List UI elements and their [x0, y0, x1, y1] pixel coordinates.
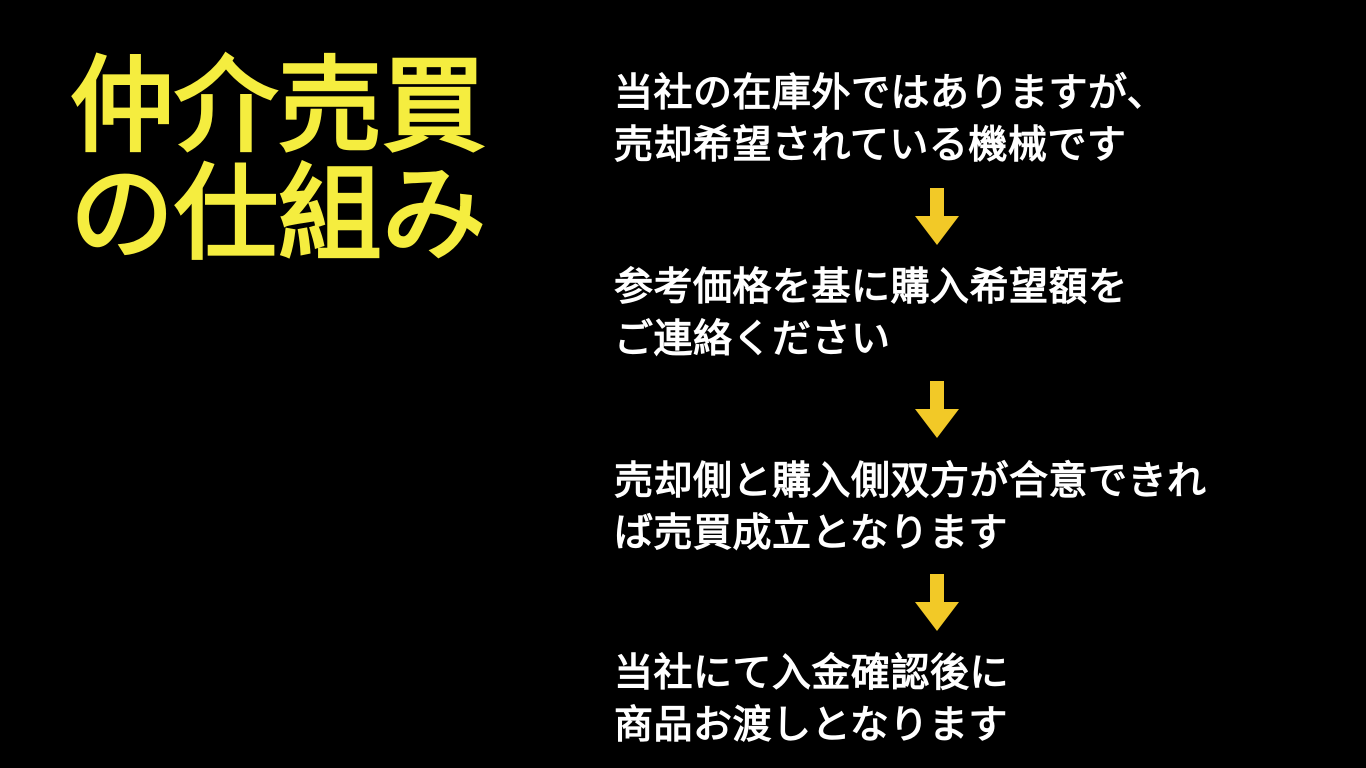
page-title: 仲介売買 の仕組み	[70, 52, 570, 268]
flow-step-2-line-1: 参考価格を基に購入希望額を	[614, 265, 1128, 310]
flow-step-1-line-2: 売却希望されている機械です	[614, 123, 1127, 168]
flow-connector-1	[614, 172, 1314, 262]
flow-step-3-line-1: 売却側と購入側双方が合意できれ	[614, 459, 1207, 504]
flow-step-1-line-1: 当社の在庫外ではありますが、	[614, 71, 1167, 116]
flow-step-2-line-2: ご連絡ください	[614, 317, 891, 362]
flow-step-4: 当社にて入金確認後に 商品お渡しとなります	[614, 648, 1314, 752]
flow-step-3: 売却側と購入側双方が合意できれ ば売買成立となります	[614, 456, 1314, 560]
flow-step-2: 参考価格を基に購入希望額を ご連絡ください	[614, 262, 1314, 366]
title-line-2: の仕組み	[70, 153, 487, 275]
arrow-down-icon	[915, 574, 959, 631]
arrow-down-icon	[915, 188, 959, 245]
flow-connector-2	[614, 366, 1314, 454]
flow-step-3-line-2: ば売買成立となります	[614, 511, 1008, 556]
flow-connector-3	[614, 560, 1314, 646]
flow-step-4-line-2: 商品お渡しとなります	[614, 703, 1008, 748]
flow-step-1: 当社の在庫外ではありますが、 売却希望されている機械です	[614, 68, 1314, 172]
title-line-1: 仲介売買	[70, 45, 487, 167]
arrow-down-icon	[915, 381, 959, 438]
flow-step-4-line-1: 当社にて入金確認後に	[614, 651, 1010, 696]
process-flow: 当社の在庫外ではありますが、 売却希望されている機械です 参考価格を基に購入希望…	[614, 68, 1314, 752]
